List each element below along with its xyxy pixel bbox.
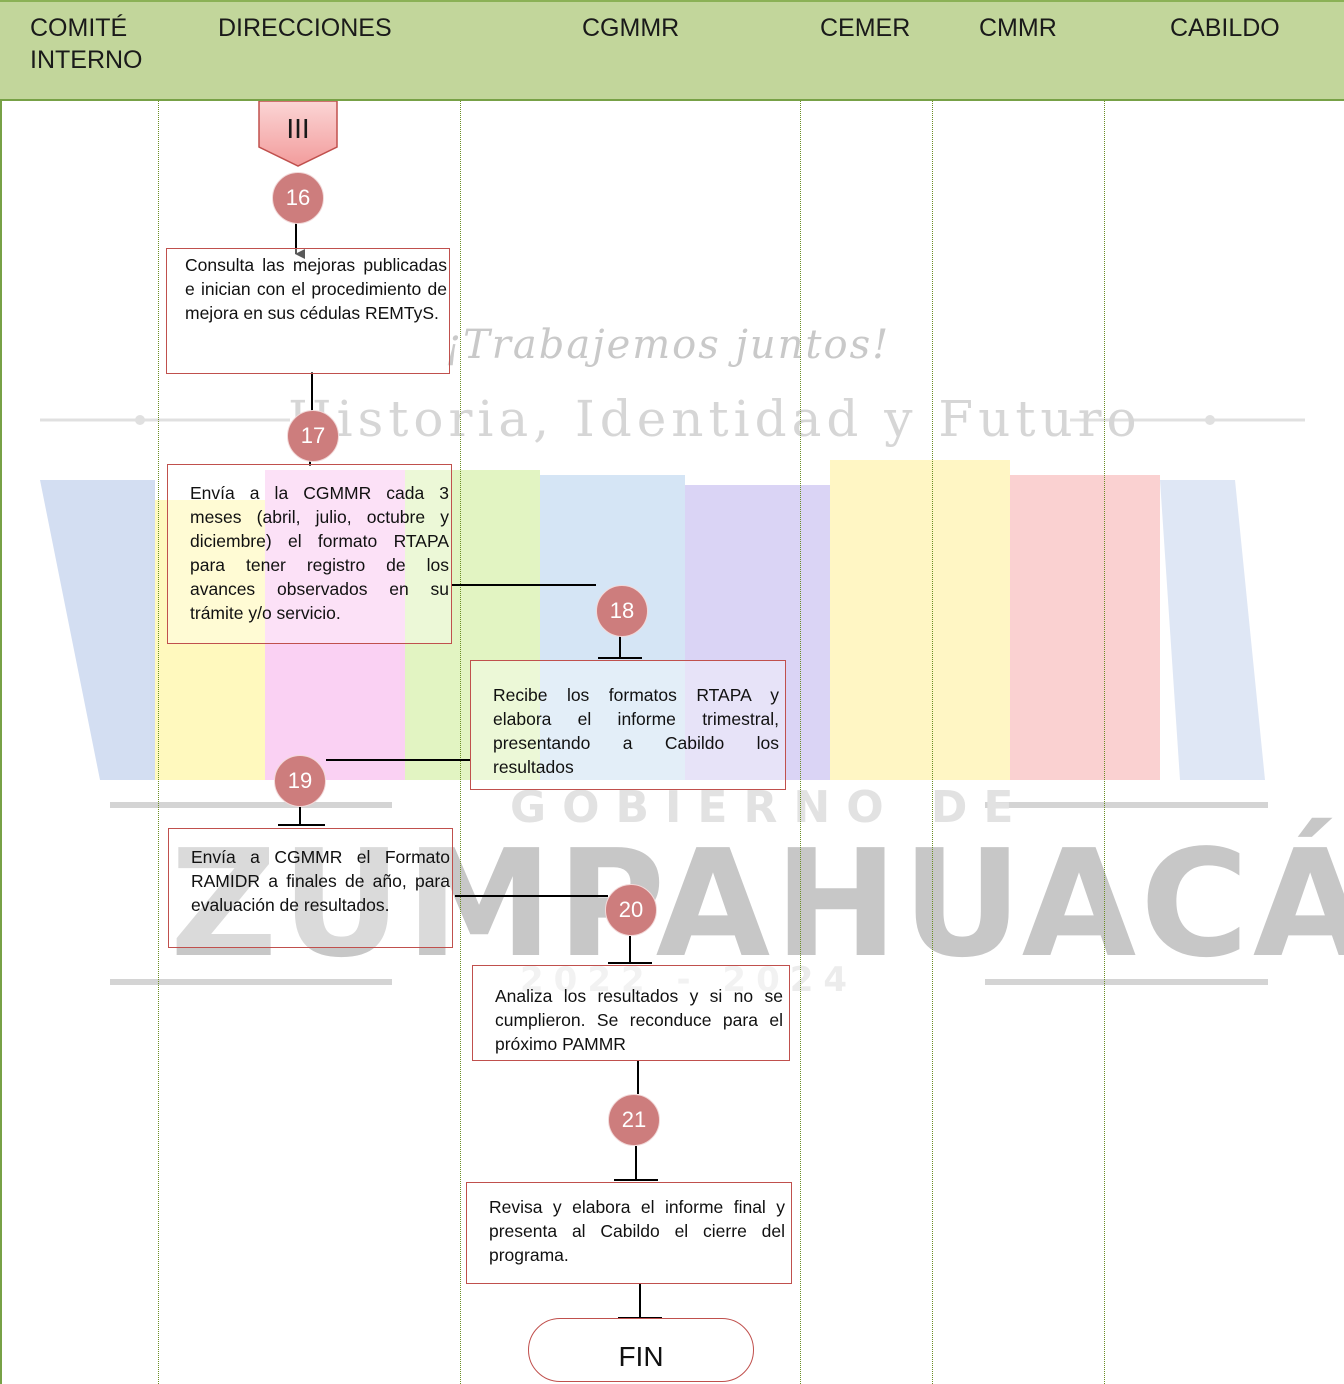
frame-left-border xyxy=(0,0,2,1384)
step-17-text: Envía a la CGMMR cada 3 meses (abril, ju… xyxy=(190,483,449,623)
step-18-box: Recibe los formatos RTAPA y elabora el i… xyxy=(470,660,786,790)
end-terminator: FIN xyxy=(528,1318,754,1382)
offpage-connector-shape xyxy=(258,101,338,167)
step-19-text: Envía a CGMMR el Formato RAMIDR a finale… xyxy=(191,847,450,915)
lane-separator xyxy=(1104,101,1105,1384)
lane-header-direcciones: DIRECCIONES xyxy=(218,14,392,42)
swimlane-header: COMITÉ INTERNO DIRECCIONES CGMMR CEMER C… xyxy=(0,0,1344,101)
lane-header-cmmr: CMMR xyxy=(979,14,1057,42)
lane-header-cgmmr: CGMMR xyxy=(582,14,680,42)
offpage-connector-label: III xyxy=(286,113,310,144)
step-21-box: Revisa y elabora el informe final y pres… xyxy=(466,1182,792,1284)
step-20-text: Analiza los resultados y si no se cumpli… xyxy=(495,986,783,1054)
step-21-circle: 21 xyxy=(608,1094,660,1146)
step-17-circle: 17 xyxy=(287,410,339,462)
end-terminator-label: FIN xyxy=(618,1341,664,1372)
lane-separator xyxy=(932,101,933,1384)
step-16-circle: 16 xyxy=(272,172,324,224)
lane-separator xyxy=(460,101,461,1384)
step-19-circle: 19 xyxy=(274,755,326,807)
step-20-circle: 20 xyxy=(605,884,657,936)
step-21-text: Revisa y elabora el informe final y pres… xyxy=(489,1197,785,1265)
offpage-connector: III xyxy=(258,101,338,167)
lane-separator xyxy=(158,101,159,1384)
step-17-box: Envía a la CGMMR cada 3 meses (abril, ju… xyxy=(167,464,452,644)
lane-header-cemer: CEMER xyxy=(820,14,911,42)
step-18-circle: 18 xyxy=(596,585,648,637)
step-16-box: Consulta las mejoras publicadas e inicia… xyxy=(166,248,450,374)
step-18-text: Recibe los formatos RTAPA y elabora el i… xyxy=(493,685,779,777)
step-19-box: Envía a CGMMR el Formato RAMIDR a finale… xyxy=(168,828,453,948)
step-20-box: Analiza los resultados y si no se cumpli… xyxy=(472,965,790,1061)
lane-header-cabildo: CABILDO xyxy=(1170,14,1280,42)
lane-separator xyxy=(800,101,801,1384)
step-16-text: Consulta las mejoras publicadas e inicia… xyxy=(185,255,447,323)
lane-header-comite-interno: COMITÉ INTERNO xyxy=(30,14,143,74)
